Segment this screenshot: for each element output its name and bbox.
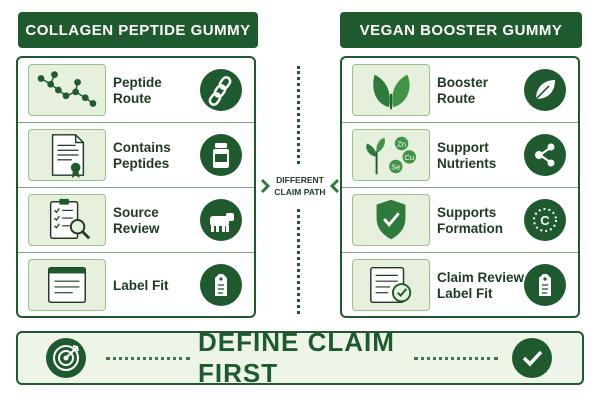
banner-title: DEFINE CLAIM FIRST <box>198 327 395 388</box>
row-contains-peptides: Contains Peptides <box>18 123 254 188</box>
vegan-header-text: VEGAN BOOSTER GUMMY <box>359 21 563 39</box>
supplement-jar-icon <box>200 134 242 176</box>
certificate-document-illustration <box>28 129 106 181</box>
claim-path-line1: DIFFERENT <box>276 175 324 185</box>
vitamin-c-icon: C <box>524 199 566 241</box>
tag-icon <box>200 264 242 306</box>
left-dotted-line <box>106 357 190 360</box>
row-source-review: Source Review <box>18 188 254 253</box>
row-label: Claim Review Label Fit <box>437 269 525 301</box>
zinc-label: Zn <box>397 139 406 148</box>
leaves-illustration <box>352 64 430 116</box>
different-claim-path: DIFFERENT CLAIM PATH <box>260 166 340 206</box>
label-document-illustration <box>28 259 106 311</box>
row-label: Booster Route <box>437 74 489 106</box>
row-support-nutrients: Zn Cu Se Support Nutrients <box>342 123 578 188</box>
row-supports-formation: Supports Formation C <box>342 188 578 253</box>
selenium-label: Se <box>391 162 400 171</box>
tag-icon <box>524 264 566 306</box>
collagen-panel: Peptide Route <box>16 56 256 318</box>
right-dotted-line <box>414 357 498 360</box>
define-claim-banner: DEFINE CLAIM FIRST <box>16 327 584 388</box>
molecule-icon <box>524 134 566 176</box>
row-peptide-route: Peptide Route <box>18 58 254 123</box>
shield-check-illustration <box>352 194 430 246</box>
path-arrows <box>260 178 340 194</box>
row-label: Contains Peptides <box>113 139 171 171</box>
row-label: Supports Formation <box>437 204 503 236</box>
row-label: Label Fit <box>113 277 169 293</box>
row-claim-review: Claim Review Label Fit <box>342 253 578 318</box>
claim-path-line2: CLAIM PATH <box>274 187 326 197</box>
row-booster-route: Booster Route <box>342 58 578 123</box>
row-label-fit: Label Fit <box>18 253 254 318</box>
row-label: Peptide Route <box>113 74 162 106</box>
document-check-illustration <box>352 259 430 311</box>
collagen-header: COLLAGEN PEPTIDE GUMMY <box>18 12 258 48</box>
vegan-panel: Booster Route Zn Cu Se Support Nutrients <box>340 56 580 318</box>
target-icon <box>46 338 86 378</box>
cow-icon <box>200 199 242 241</box>
vitamin-c-letter: C <box>540 213 550 228</box>
row-label: Source Review <box>113 204 160 236</box>
collagen-header-text: COLLAGEN PEPTIDE GUMMY <box>25 21 251 39</box>
checklist-magnifier-illustration <box>28 194 106 246</box>
leaf-icon <box>524 69 566 111</box>
row-label: Support Nutrients <box>437 139 497 171</box>
vegan-header: VEGAN BOOSTER GUMMY <box>340 12 582 48</box>
copper-label: Cu <box>404 153 414 162</box>
molecule-chain-illustration <box>28 64 106 116</box>
chain-link-icon <box>200 69 242 111</box>
plant-minerals-illustration: Zn Cu Se <box>352 129 430 181</box>
checkmark-icon <box>512 338 552 378</box>
